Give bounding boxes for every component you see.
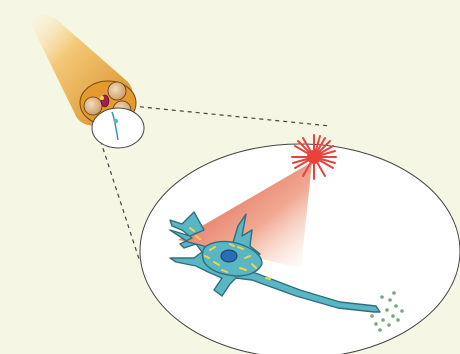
nucleus-icon bbox=[221, 250, 237, 262]
fiber-tip-zoom-circle bbox=[92, 108, 144, 148]
magnify-circle-icon bbox=[92, 108, 144, 148]
fiber-end-left-icon bbox=[84, 97, 102, 115]
dots-icon bbox=[380, 295, 384, 299]
fiber-end-top-icon bbox=[108, 82, 126, 100]
